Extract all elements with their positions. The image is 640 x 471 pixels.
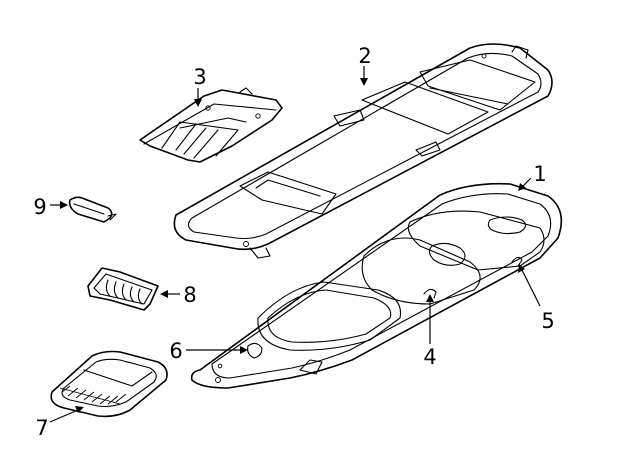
callout-labels: 1 2 3 4 5 6 7 8 9 xyxy=(33,44,554,440)
part-3-bracket xyxy=(139,87,283,163)
callout-leaders xyxy=(49,66,541,423)
part-1-headliner-lower xyxy=(190,182,563,389)
part-6-light-lens xyxy=(247,342,263,359)
callout-6: 6 xyxy=(169,339,182,363)
leader-7 xyxy=(49,409,79,423)
leader-5-arrowhead xyxy=(518,264,525,273)
callout-3: 3 xyxy=(193,65,206,89)
part-7-lamp-housing xyxy=(50,350,168,418)
leader-7-arrowhead xyxy=(75,406,84,413)
callout-5: 5 xyxy=(541,309,554,333)
callout-2: 2 xyxy=(358,44,371,68)
callout-1: 1 xyxy=(533,162,546,186)
part-4-hook xyxy=(423,288,437,299)
leader-1 xyxy=(522,177,532,187)
callout-4: 4 xyxy=(423,345,436,369)
leader-3-arrowhead xyxy=(194,99,202,107)
leader-2-arrowhead xyxy=(360,78,368,86)
callout-9: 9 xyxy=(33,195,46,219)
leader-8-arrowhead xyxy=(160,290,168,298)
leader-5 xyxy=(521,269,541,307)
leader-9-arrowhead xyxy=(60,201,68,209)
part-2-headliner-panel xyxy=(173,43,553,259)
callout-8: 8 xyxy=(183,283,196,307)
part-5-hook xyxy=(511,256,523,267)
part-8-vent-grille xyxy=(87,267,159,311)
leader-6-arrowhead xyxy=(240,346,248,354)
callout-7: 7 xyxy=(35,416,48,440)
leader-4-arrowhead xyxy=(426,294,434,302)
part-9-clip xyxy=(68,196,117,223)
leader-1-arrowhead xyxy=(518,183,526,191)
